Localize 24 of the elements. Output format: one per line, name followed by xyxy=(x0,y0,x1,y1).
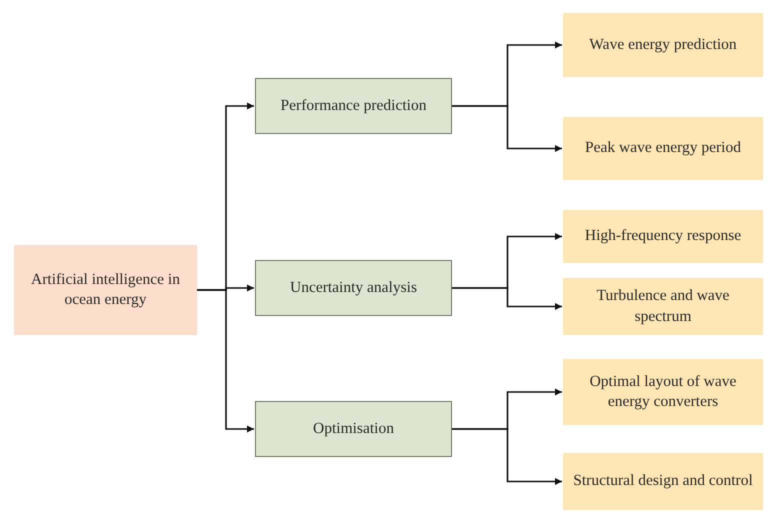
category-box xyxy=(255,401,452,457)
node-label: Performance prediction xyxy=(280,96,426,116)
subtopic-box xyxy=(563,278,763,335)
node-label: Peak wave energy period xyxy=(585,138,741,158)
subtopic-box xyxy=(563,210,763,263)
subtopic-box xyxy=(563,13,763,77)
connector-arrow xyxy=(452,428,562,485)
subtopic-box xyxy=(563,453,763,510)
connector-arrow xyxy=(197,289,254,432)
connector-arrow xyxy=(452,105,562,152)
node-label: Uncertainty analysis xyxy=(290,278,417,298)
node-label: High-frequency response xyxy=(584,226,742,246)
node-label: Optimisation xyxy=(313,418,394,439)
topic-box xyxy=(14,245,197,335)
subtopic-box xyxy=(563,117,763,180)
node-label: Structural design and control xyxy=(573,471,753,492)
node-label: Wave energy prediction xyxy=(589,34,737,55)
category-box xyxy=(255,260,452,316)
node-label: Optimal layout of wave energy converters xyxy=(588,372,738,412)
category-box xyxy=(255,78,452,134)
node-label: Turbulence and wave spectrum xyxy=(596,286,730,326)
subtopic-box xyxy=(563,359,763,425)
node-label: Artificial intelligence in ocean energy xyxy=(30,270,181,310)
connector-arrow xyxy=(452,287,562,310)
